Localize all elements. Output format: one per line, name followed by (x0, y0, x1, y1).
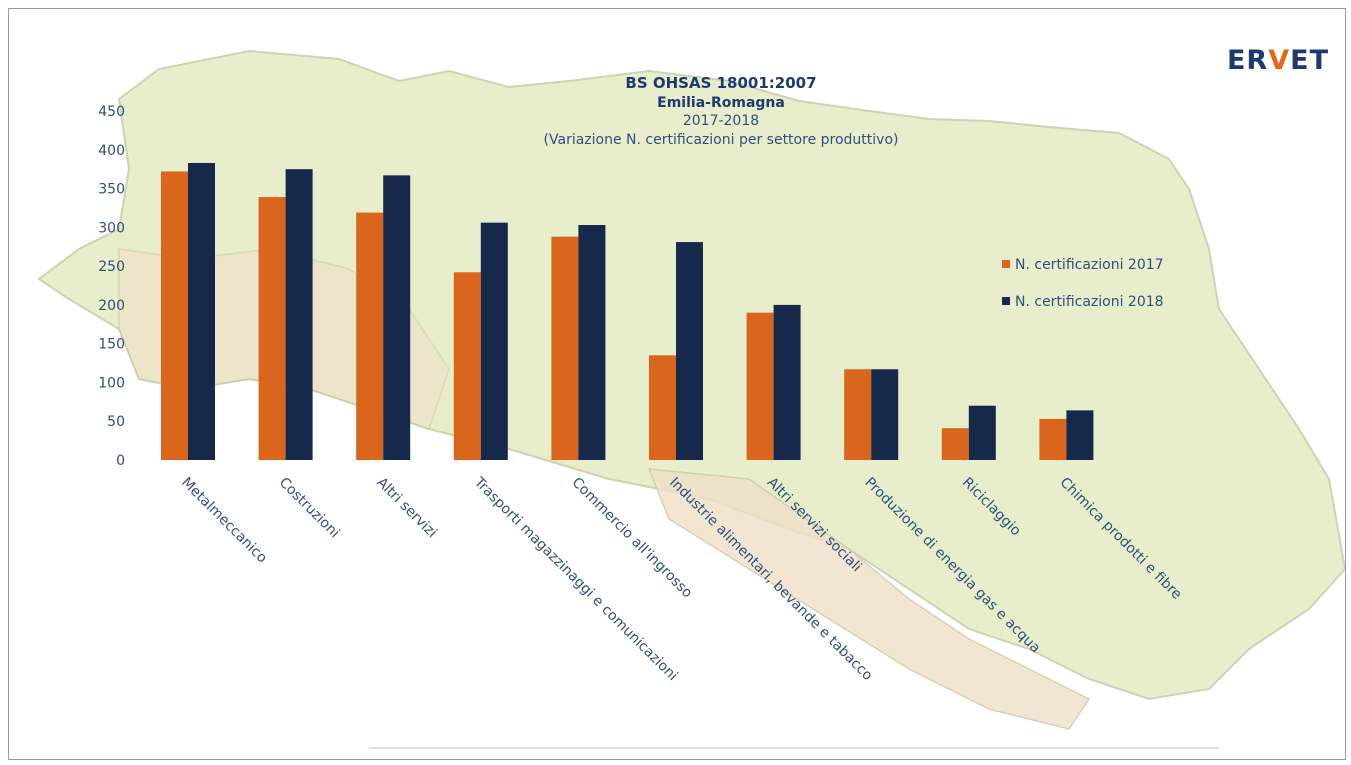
bar-2017 (1039, 418, 1067, 460)
y-tick-label: 350 (98, 182, 125, 198)
bar-2018 (773, 304, 801, 460)
bar-2018 (578, 225, 606, 460)
y-tick-label: 50 (107, 414, 125, 430)
bar-2018 (968, 405, 996, 460)
legend-swatch (1002, 260, 1010, 268)
bar-2017 (844, 369, 872, 460)
legend-label: N. certificazioni 2017 (1015, 257, 1164, 273)
x-tick-label: Metalmeccanico (178, 475, 270, 567)
legend-label: N. certificazioni 2018 (1015, 294, 1164, 310)
bar-2017 (356, 212, 384, 460)
y-tick-label: 100 (98, 375, 125, 391)
map-province-shape (647, 468, 1091, 730)
bar-2018 (676, 242, 703, 460)
bar-2017 (746, 312, 774, 460)
bar-2017 (551, 236, 579, 460)
chart-subtitle-years: 2017-2018 (683, 113, 759, 129)
x-tick-label: Altri servizi (373, 475, 440, 542)
bar-2018 (480, 222, 508, 460)
bar-2017 (161, 171, 188, 460)
y-tick-label: 150 (98, 337, 125, 353)
bar-2018 (871, 369, 899, 460)
y-tick-label: 300 (98, 220, 125, 236)
chart-frame: BS OHSAS 18001:2007 Emilia-Romagna 2017-… (8, 8, 1346, 760)
bar-2018 (1066, 410, 1094, 460)
chart-subtitle-description: (Variazione N. certificazioni per settor… (544, 132, 899, 148)
y-axis: 0 50 100 150 200 250 300 350 400 450 (98, 104, 125, 469)
bar-2018 (188, 162, 215, 460)
bars (161, 162, 1094, 461)
bar-2018 (285, 169, 313, 460)
y-tick-label: 0 (116, 453, 125, 469)
chart: BS OHSAS 18001:2007 Emilia-Romagna 2017-… (37, 49, 1345, 749)
bar-2018 (383, 175, 411, 461)
bar-2017 (941, 428, 969, 460)
y-tick-label: 250 (98, 259, 125, 275)
x-tick-label: Costruzioni (276, 475, 343, 542)
bar-2017 (649, 355, 676, 460)
y-tick-label: 200 (98, 298, 125, 314)
legend-swatch (1002, 297, 1010, 305)
ervet-logo: ERVET (1226, 45, 1329, 76)
bar-2017 (453, 272, 481, 460)
x-tick-label: Trasporti magazzinaggi e comunicazioni (470, 474, 680, 684)
y-tick-label: 400 (98, 143, 125, 159)
chart-subtitle-region: Emilia-Romagna (657, 95, 785, 111)
legend: N. certificazioni 2017 N. certificazioni … (1002, 257, 1164, 310)
y-tick-label: 450 (98, 104, 125, 120)
bar-2017 (258, 197, 286, 460)
chart-title: BS OHSAS 18001:2007 (625, 74, 816, 92)
chart-title-block: BS OHSAS 18001:2007 Emilia-Romagna 2017-… (544, 74, 899, 148)
